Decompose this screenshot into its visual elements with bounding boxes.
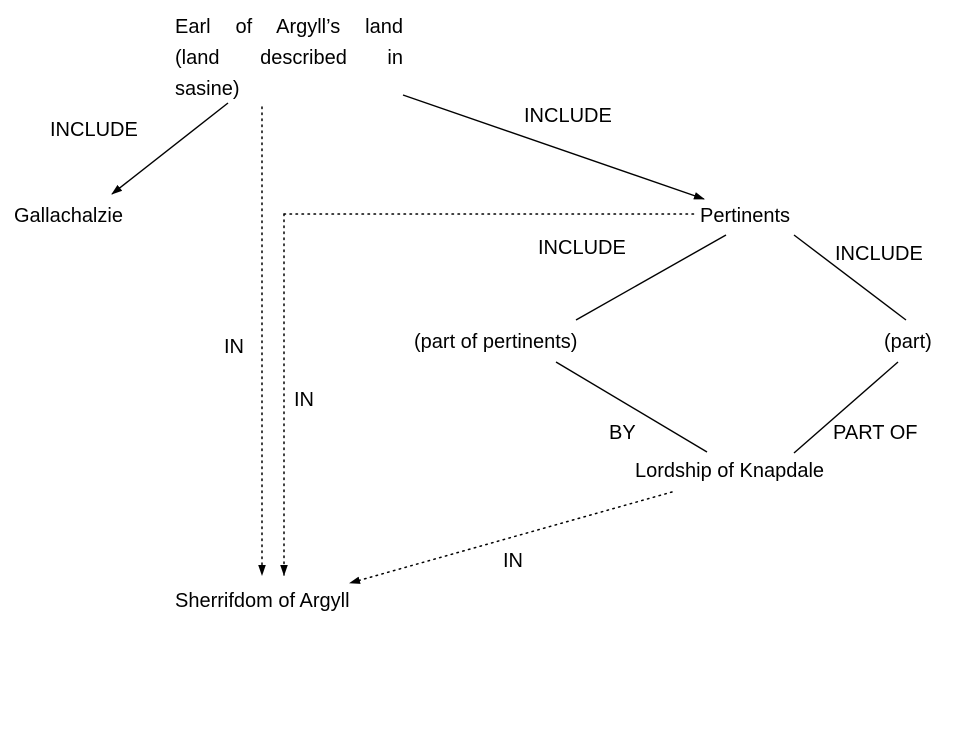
edge-label-in-lordship-sherrifdom: IN <box>503 550 523 572</box>
edge-label-include-pertinents-part-of-pertinents: INCLUDE <box>538 237 626 259</box>
edge-label-include-earl-pertinents: INCLUDE <box>524 105 612 127</box>
node-earl-of-argylls-land: Earl of Argyll’s land (land described in… <box>175 12 403 105</box>
node-gallachalzie: Gallachalzie <box>14 205 123 227</box>
edge-label-in-earl-sherrifdom: IN <box>224 336 244 358</box>
edge-label-include-earl-gallachalzie: INCLUDE <box>50 119 138 141</box>
node-earl-line1: Earl of Argyll’s land <box>175 16 403 38</box>
node-lordship-of-knapdale: Lordship of Knapdale <box>635 460 825 482</box>
node-earl-line3: sasine) <box>175 78 240 100</box>
node-sherrifdom-of-argyll: Sherrifdom of Argyll <box>175 590 350 612</box>
node-pertinents: Pertinents <box>700 205 791 227</box>
edge-label-part-of: PART OF <box>833 422 918 444</box>
node-part-of-pertinents: (part of pertinents) <box>414 331 578 353</box>
edge-include-earl-gallachalzie <box>111 102 229 195</box>
edge-label-by: BY <box>609 422 636 444</box>
edge-label-include-pertinents-part: INCLUDE <box>835 243 923 265</box>
edge-label-in-pertinents-sherrifdom: IN <box>294 389 314 411</box>
node-earl-line2: (land described in <box>175 47 403 69</box>
node-part: (part) <box>884 331 932 353</box>
